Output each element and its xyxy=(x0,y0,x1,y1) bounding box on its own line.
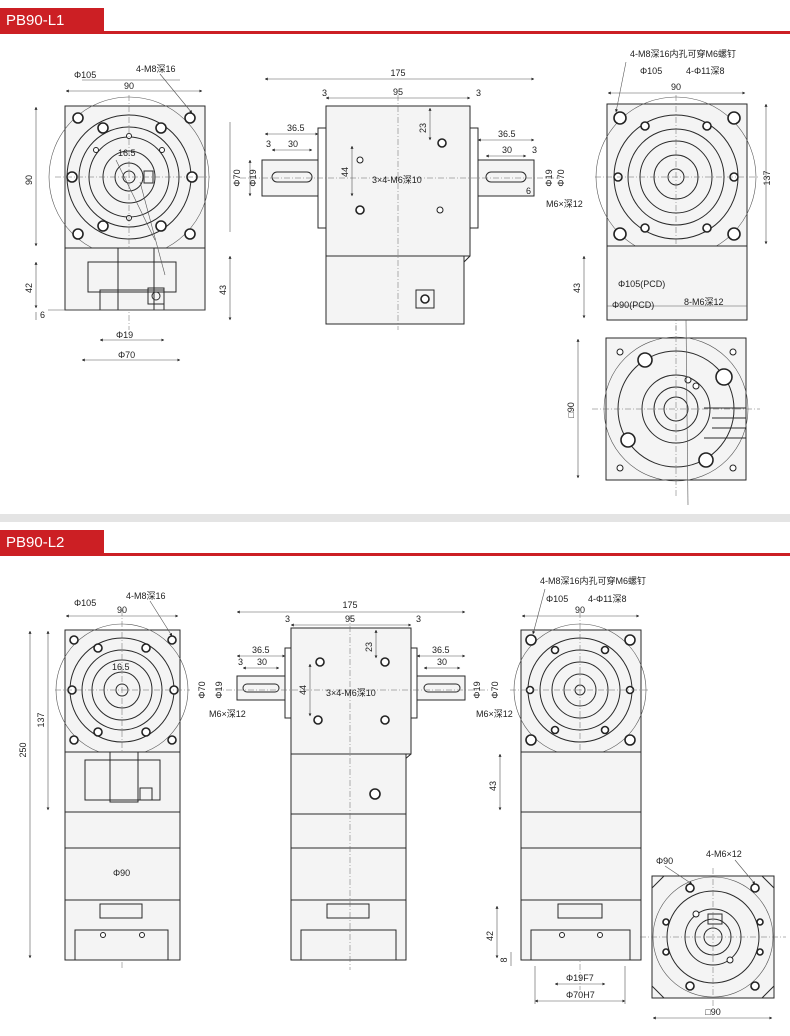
l2-side-phi70a: Φ70 xyxy=(197,681,207,698)
l2-right-phi105: Φ105 xyxy=(546,594,568,604)
l2-side-365b: 36.5 xyxy=(432,645,450,655)
l1-side-3a: 3 xyxy=(322,88,327,98)
l2-side-365a: 36.5 xyxy=(252,645,270,655)
l1-right-pcd105: Φ105(PCD) xyxy=(618,279,665,289)
l1-side-phi19a: Φ19 xyxy=(248,169,258,186)
l2-front-phi105: Φ105 xyxy=(74,598,96,608)
l1-side-95: 95 xyxy=(393,87,403,97)
l2-front-250: 250 xyxy=(18,742,28,757)
l1-bottom-sq90: □90 xyxy=(566,402,576,417)
l2-side-3a: 3 xyxy=(285,614,290,624)
l2-right-8: 8 xyxy=(499,957,509,962)
l2-side-175: 175 xyxy=(342,600,357,610)
l2-right-42: 42 xyxy=(485,931,495,941)
l2-side-3c: 3 xyxy=(238,657,243,667)
l1-right-h43: 43 xyxy=(572,283,582,293)
l2-side-95: 95 xyxy=(345,614,355,624)
l1-front-view: 90 Φ105 4-M8深16 90 16.5 42 6 Φ19 Φ70 xyxy=(24,64,210,362)
l2-side-30b: 30 xyxy=(437,657,447,667)
l2-right-phi11: 4-Φ11深8 xyxy=(588,594,627,604)
l1-front-6: 6 xyxy=(40,310,45,320)
l1-side-175: 175 xyxy=(390,68,405,78)
l2-side-44: 44 xyxy=(298,685,308,695)
l1-side-365b: 36.5 xyxy=(498,129,516,139)
l1-front-phi19: Φ19 xyxy=(116,330,133,340)
l1-side-30b: 30 xyxy=(502,145,512,155)
l1-right-phi11: 4-Φ11深8 xyxy=(686,66,725,76)
l1-right-h137: 137 xyxy=(762,170,772,185)
l1-bottom-view: □90 xyxy=(566,319,760,506)
l2-bottom-m6x12: 4-M6×12 xyxy=(706,849,742,859)
l1-right-pcd90: Φ90(PCD) xyxy=(612,300,654,310)
l2-side-m6b: M6×深12 xyxy=(476,709,513,719)
l2-side-m6holes: 3×4-M6深10 xyxy=(326,688,376,698)
l2-right-w90: 90 xyxy=(575,605,585,615)
l2-side-phi19a: Φ19 xyxy=(214,681,224,698)
l2-front-w90: 90 xyxy=(117,605,127,615)
l2-front-m8: 4-M8深16 xyxy=(126,591,166,601)
l1-front-width: 90 xyxy=(124,81,134,91)
l2-front-view: Φ90 90 Φ105 4-M8深16 137 250 16.5 xyxy=(18,591,190,970)
l1-side-23: 23 xyxy=(418,123,428,133)
l1-front-m8: 4-M8深16 xyxy=(136,64,176,74)
l2-side-3b: 3 xyxy=(416,614,421,624)
l1-side-view: 175 95 3 3 23 36.5 30 3 36.5 30 3 44 3×4… xyxy=(218,68,583,330)
l1-right-m6x12: 8-M6深12 xyxy=(684,297,724,307)
l1-side-phi70a: Φ70 xyxy=(232,169,242,186)
section-separator xyxy=(0,514,790,522)
title-rule-l2 xyxy=(0,553,790,556)
l1-right-w90: 90 xyxy=(671,82,681,92)
section-title-l1: PB90-L1 xyxy=(0,8,104,34)
l2-front-phi90: Φ90 xyxy=(113,868,130,878)
l1-side-m6x12: M6×深12 xyxy=(546,199,583,209)
l1-right-view: 4-M8深16内孔可穿M6螺钉 Φ105 4-Φ11深8 90 137 43 Φ… xyxy=(572,48,772,330)
section-title-l2: PB90-L2 xyxy=(0,530,104,556)
l2-right-view: 4-M8深16内孔可穿M6螺钉 Φ105 4-Φ11深8 90 43 42 8 … xyxy=(485,575,650,1004)
l2-bottom-sq90: □90 xyxy=(705,1007,720,1017)
l1-side-m6holes: 3×4-M6深10 xyxy=(372,175,422,185)
l1-side-43: 43 xyxy=(218,285,228,295)
l1-front-phi70: Φ70 xyxy=(118,350,135,360)
l2-front-165: 16.5 xyxy=(112,662,130,672)
l1-side-phi19b: Φ19 xyxy=(544,169,554,186)
l2-front-137: 137 xyxy=(36,712,46,727)
l2-right-43: 43 xyxy=(488,781,498,791)
l1-side-30a: 30 xyxy=(288,139,298,149)
l1-side-44: 44 xyxy=(340,167,350,177)
l2-side-phi19b: Φ19 xyxy=(472,681,482,698)
l2-right-phi70h7: Φ70H7 xyxy=(566,990,595,1000)
l2-side-23: 23 xyxy=(364,642,374,652)
l1-side-365a: 36.5 xyxy=(287,123,305,133)
l1-front-phi105: Φ105 xyxy=(74,70,96,80)
l1-side-6: 6 xyxy=(526,186,531,196)
l1-side-3b: 3 xyxy=(476,88,481,98)
l1-right-phi105: Φ105 xyxy=(640,66,662,76)
l1-front-height: 90 xyxy=(24,175,34,185)
l2-right-m8note: 4-M8深16内孔可穿M6螺钉 xyxy=(540,575,646,586)
l2-bottom-phi90: Φ90 xyxy=(656,856,673,866)
l1-side-phi70b: Φ70 xyxy=(556,169,566,186)
l2-side-m6a: M6×深12 xyxy=(209,709,246,719)
l1-right-m8note: 4-M8深16内孔可穿M6螺钉 xyxy=(630,48,736,59)
l2-side-phi70b: Φ70 xyxy=(490,681,500,698)
l2-right-phi19f7: Φ19F7 xyxy=(566,973,594,983)
l2-side-view: 175 95 3 3 36.5 30 3 36.5 30 23 44 3×4-M… xyxy=(197,600,513,970)
l1-front-42: 42 xyxy=(24,283,34,293)
l1-side-3d: 3 xyxy=(532,145,537,155)
l2-bottom-view: Φ90 4-M6×12 □90 xyxy=(640,849,786,1020)
title-rule-l1 xyxy=(0,31,790,34)
l2-side-30a: 30 xyxy=(257,657,267,667)
l1-side-3c: 3 xyxy=(266,139,271,149)
l1-front-165: 16.5 xyxy=(118,148,136,158)
